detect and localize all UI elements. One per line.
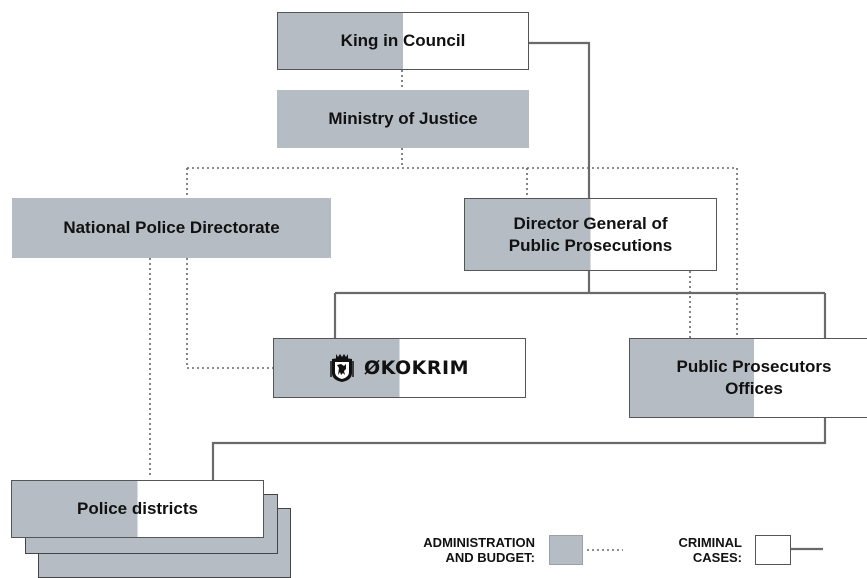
legend-admin-label: ADMINISTRATION AND BUDGET:	[380, 535, 535, 565]
node-ppo-label-line2: Offices	[725, 379, 783, 398]
criminal-link-ppo-districts	[211, 418, 827, 480]
norway-coat-of-arms-icon	[330, 353, 354, 383]
node-king-label: King in Council	[340, 31, 466, 50]
legend-admin-swatch	[549, 535, 583, 565]
legend-criminal-line-sample	[791, 547, 823, 551]
legend-admin-line2: AND BUDGET:	[445, 550, 535, 565]
node-police-districts: Police districts	[11, 480, 264, 538]
node-ministry-label: Ministry of Justice	[328, 109, 478, 128]
criminal-link-king-dgpp	[529, 41, 591, 198]
legend-criminal-line1: CRIMINAL	[678, 535, 742, 550]
node-dgpp-label-line2: Public Prosecutions	[508, 235, 673, 255]
legend-admin-line-sample	[587, 549, 623, 551]
node-directorate-label: National Police Directorate	[63, 218, 280, 237]
node-ppo-label-line1: Public Prosecutors	[676, 357, 832, 376]
node-okokrim: ØKOKRIM	[273, 338, 526, 398]
node-king-in-council: King in Council	[277, 12, 529, 70]
node-dgpp-label-line1: Director General of	[513, 213, 668, 233]
connector-lines	[149, 41, 827, 480]
node-police-districts-label: Police districts	[77, 499, 198, 518]
node-public-prosecutors-offices: Public Prosecutors Offices	[629, 338, 867, 418]
node-director-general-public-prosecutions: Director General of Public Prosecutions	[464, 198, 717, 271]
legend-admin-line1: ADMINISTRATION	[423, 535, 535, 550]
node-ministry-of-justice: Ministry of Justice	[277, 90, 529, 148]
admin-link-directorate-okokrim	[186, 258, 273, 369]
okokrim-wordmark: ØKOKRIM	[363, 357, 469, 379]
legend-criminal-swatch	[755, 535, 791, 565]
legend-criminal-line2: CASES:	[692, 550, 742, 565]
legend-criminal-label: CRIMINAL CASES:	[640, 535, 742, 565]
node-national-police-directorate: National Police Directorate	[12, 198, 331, 258]
